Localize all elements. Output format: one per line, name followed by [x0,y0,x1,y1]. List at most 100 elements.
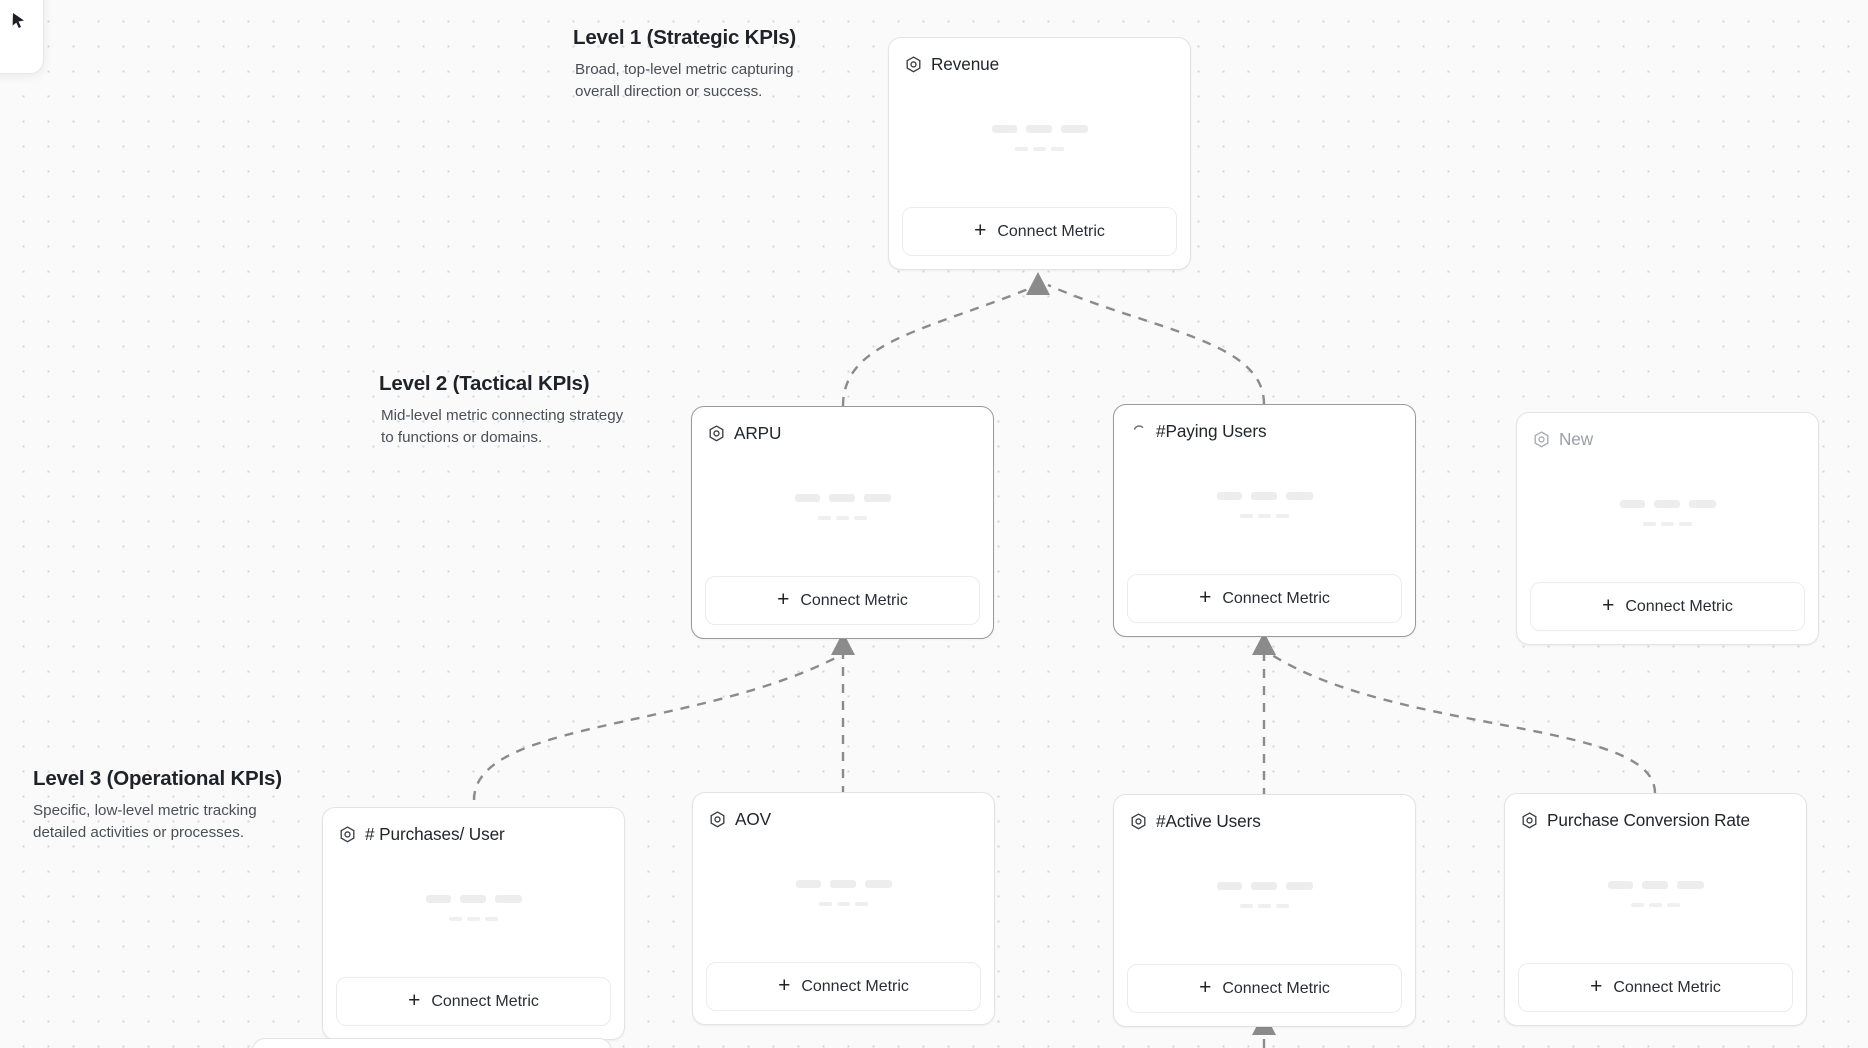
skeleton-bar [1688,500,1716,508]
metric-card-paying-users[interactable]: #Paying Users + Connect Metric [1113,404,1416,637]
card-skeleton-body [706,830,981,962]
skeleton-bar [794,494,820,502]
connect-metric-button[interactable]: + Connect Metric [1518,963,1793,1012]
cursor-pointer-icon[interactable] [9,11,29,31]
hexagon-target-icon [1533,430,1550,449]
plus-icon: + [778,974,791,997]
card-skeleton-body [1518,831,1793,963]
skeleton-bar [819,902,832,906]
card-skeleton-body [1530,450,1805,582]
connect-metric-label: Connect Metric [431,992,539,1010]
skeleton-bar [1631,903,1644,907]
card-title: ARPU [734,423,782,443]
skeleton-row-secondary [449,917,498,921]
level-1-caption: Level 1 (Strategic KPIs) Broad, top-leve… [573,26,825,102]
skeleton-bar [1276,904,1289,908]
level-3-title: Level 3 (Operational KPIs) [33,767,282,790]
metric-card-revenue[interactable]: Revenue + Connect Metric [888,37,1191,270]
skeleton-bar [828,494,855,502]
skeleton-bar [1643,522,1656,526]
skeleton-bar [1250,492,1277,500]
connect-metric-button[interactable]: + Connect Metric [1127,964,1402,1013]
connect-metric-button[interactable]: + Connect Metric [902,207,1177,256]
skeleton-bar [795,880,821,888]
hexagon-target-icon [709,810,726,829]
connect-metric-label: Connect Metric [1222,589,1330,607]
skeleton-row-primary [1607,881,1704,889]
metric-card-purchases-per-user[interactable]: # Purchases/ User + Connect Metric [322,807,625,1040]
skeleton-bar [1258,514,1271,518]
skeleton-bar [864,880,892,888]
card-header: New [1530,426,1805,450]
connect-metric-label: Connect Metric [997,222,1105,240]
hexagon-target-icon [708,424,725,443]
skeleton-bar [1653,500,1680,508]
card-header: Revenue [902,51,1177,75]
level-3-description: Specific, low-level metric tracking deta… [33,802,257,841]
card-title: AOV [735,809,771,829]
edge-arpu-to-revenue [841,283,1039,407]
skeleton-bar [1033,147,1046,151]
skeleton-bar [855,902,868,906]
skeleton-bar [1240,514,1253,518]
skeleton-bar [1285,882,1313,890]
skeleton-bar [1667,903,1680,907]
skeleton-row-secondary [1631,903,1680,907]
metric-card-new[interactable]: New + Connect Metric [1516,412,1819,645]
edge-conversion-to-paying [1271,653,1657,794]
skeleton-bar [1250,882,1277,890]
skeleton-bar [1619,500,1645,508]
skeleton-bar [1216,882,1242,890]
skeleton-bar [467,917,480,921]
card-header: # Purchases/ User [336,821,611,845]
metric-card-aov[interactable]: AOV + Connect Metric [692,792,995,1025]
skeleton-bar [1676,881,1704,889]
skeleton-row-primary [795,880,892,888]
connect-metric-label: Connect Metric [801,977,909,995]
card-skeleton-body [902,75,1177,207]
connect-metric-label: Connect Metric [1222,979,1330,997]
skeleton-bar [449,917,462,921]
hexagon-target-icon [905,55,922,74]
skeleton-row-primary [1216,882,1313,890]
skeleton-row-secondary [819,902,868,906]
floating-toolbar-panel[interactable] [0,0,44,74]
skeleton-bar [991,125,1017,133]
connect-metric-label: Connect Metric [800,591,908,609]
connect-metric-button[interactable]: + Connect Metric [705,576,980,625]
skeleton-bar [863,494,891,502]
card-skeleton-body [1127,832,1402,964]
metric-card-purchase-conversion-rate[interactable]: Purchase Conversion Rate + Connect Metri… [1504,793,1807,1026]
card-title: # Purchases/ User [365,824,505,844]
skeleton-row-primary [1619,500,1716,508]
edge-paying-to-revenue [1047,283,1266,405]
metric-card-arpu[interactable]: ARPU + Connect Metric [691,406,994,639]
skeleton-bar [836,516,849,520]
connect-metric-label: Connect Metric [1613,978,1721,996]
card-title: Revenue [931,54,1000,74]
card-header: AOV [706,806,981,830]
hexagon-target-icon [1130,812,1147,831]
skeleton-row-secondary [1240,904,1289,908]
card-header: ARPU [705,420,980,444]
level-3-caption: Level 3 (Operational KPIs) Specific, low… [33,767,285,843]
level-2-title: Level 2 (Tactical KPIs) [379,372,590,395]
arrowhead-revenue [1026,272,1050,295]
plus-icon: + [1602,594,1615,617]
skeleton-bar [1060,125,1088,133]
connect-metric-button[interactable]: + Connect Metric [1530,582,1805,631]
skeleton-bar [1240,904,1253,908]
metric-card-offscreen-below[interactable] [252,1038,612,1048]
card-skeleton-body [336,845,611,977]
connect-metric-button[interactable]: + Connect Metric [336,977,611,1026]
skeleton-bar [1216,492,1242,500]
skeleton-bar [837,902,850,906]
connect-metric-button[interactable]: + Connect Metric [1127,574,1402,623]
metric-card-active-users[interactable]: #Active Users + Connect Metric [1113,794,1416,1027]
connect-metric-button[interactable]: + Connect Metric [706,962,981,1011]
skeleton-bar [1607,881,1633,889]
skeleton-bar [425,895,451,903]
skeleton-bar [829,880,856,888]
plus-icon: + [1590,975,1603,998]
